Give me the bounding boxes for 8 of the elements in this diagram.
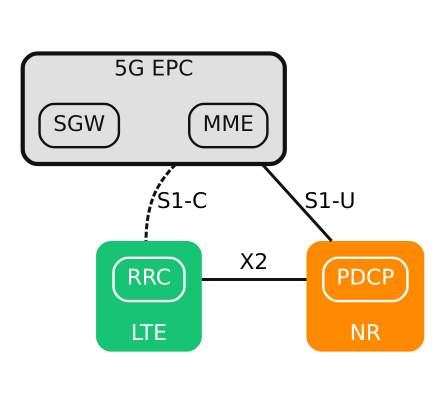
node-box: PDCP xyxy=(322,256,409,302)
edge-label: S1-C xyxy=(156,188,208,214)
edge-label: S1-U xyxy=(304,188,356,214)
connector xyxy=(202,277,306,280)
node-box: RRC xyxy=(112,256,186,302)
edge-label: X2 xyxy=(240,250,268,275)
node-box: SGW xyxy=(38,102,120,148)
node-box: MME xyxy=(188,102,269,148)
